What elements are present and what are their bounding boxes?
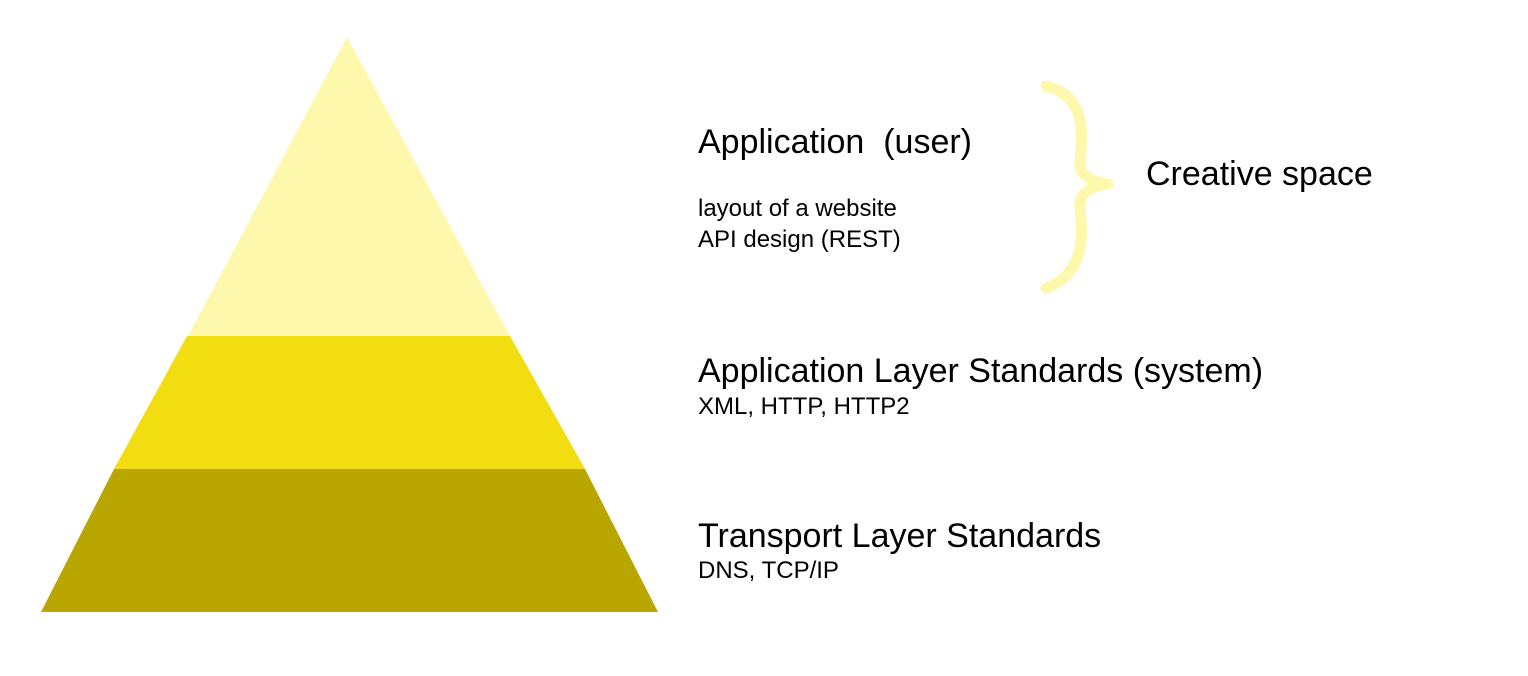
layer-title-application-user: Application (user) — [698, 123, 973, 161]
curly-brace-icon — [1040, 80, 1114, 294]
layer-title-transport-standards: Transport Layer Standards — [698, 517, 1102, 555]
curly-brace-path — [1040, 80, 1114, 294]
layer-detail-layout: layout of a website — [698, 195, 897, 222]
layer-detail-api-design: API design (REST) — [698, 226, 901, 253]
layer-detail-app-protocols: XML, HTTP, HTTP2 — [698, 393, 910, 420]
pyramid-bottom-layer — [41, 469, 658, 612]
layer-detail-transport-protocols: DNS, TCP/IP — [698, 557, 839, 584]
layer-title-application-standards: Application Layer Standards (system) — [698, 352, 1264, 390]
creative-space-label: Creative space — [1146, 155, 1373, 193]
pyramid-middle-layer — [114, 336, 585, 469]
pyramid-top-layer — [188, 37, 510, 336]
pyramid-diagram — [41, 37, 658, 612]
